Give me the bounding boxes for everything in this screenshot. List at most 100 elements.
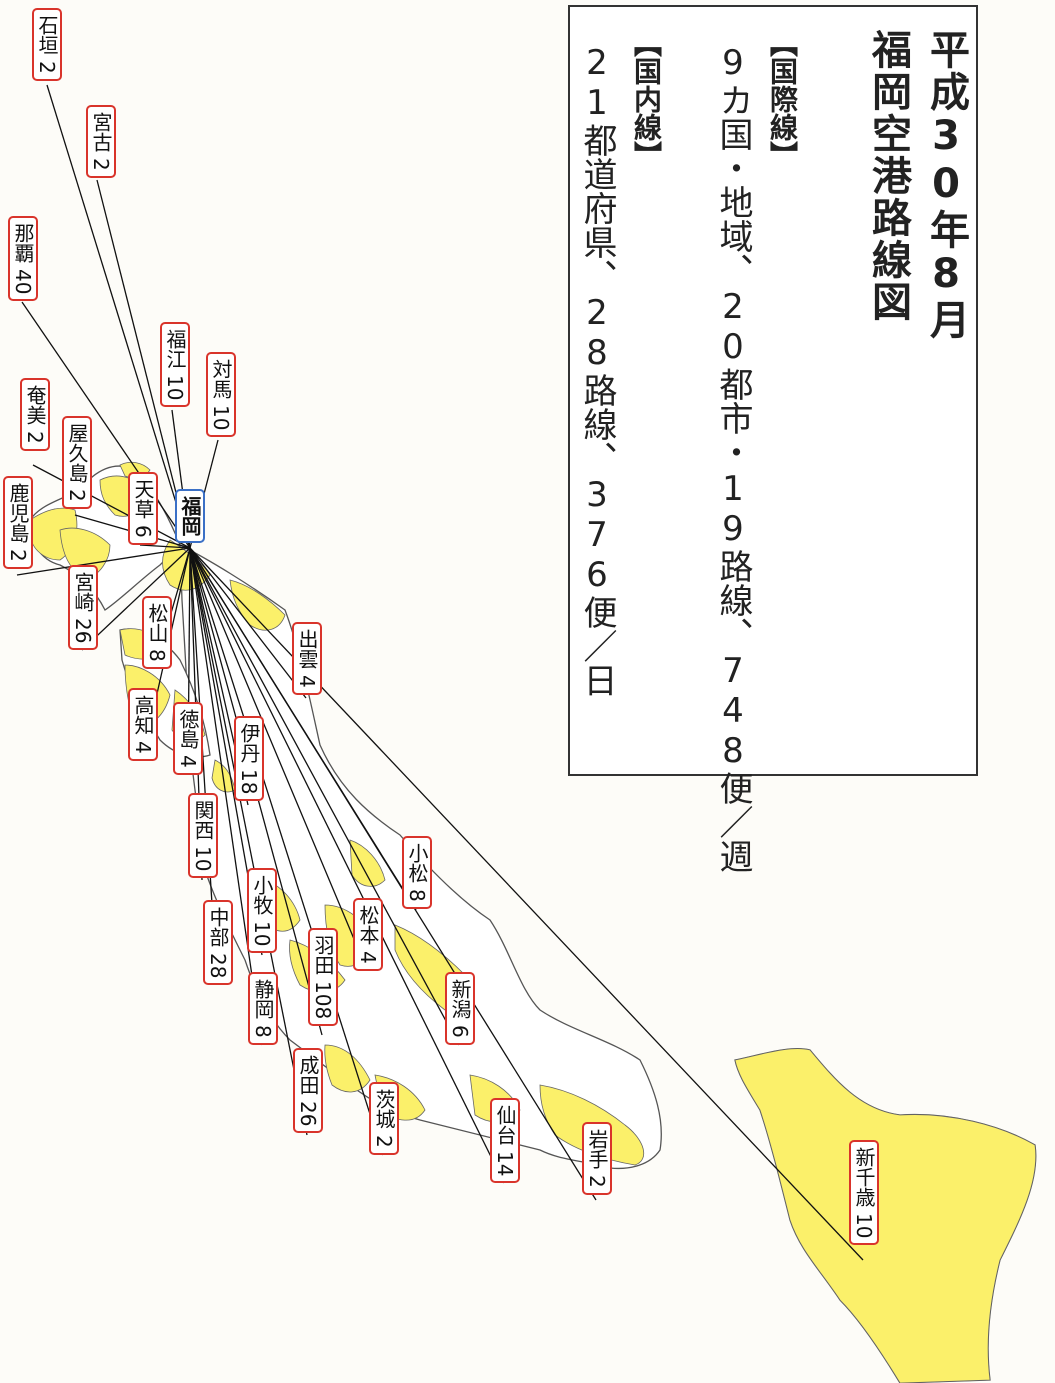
- route-label-name: 静岡: [251, 979, 275, 1019]
- route-label-name: 奄美: [23, 385, 47, 425]
- route-label: 福江 10: [160, 322, 190, 408]
- route-line: [21, 301, 191, 549]
- route-label-name: 宮崎: [71, 572, 95, 612]
- route-label: 宮古 2: [86, 105, 116, 178]
- prefecture-hokkaido: [734, 1048, 1037, 1383]
- route-label-name: 出雲: [295, 629, 319, 669]
- domestic-summary: 21都道府県、28路線、376便／日: [577, 43, 617, 697]
- route-label-count: 10: [191, 846, 215, 872]
- route-label-count: 14: [493, 1151, 517, 1177]
- route-line: [189, 547, 505, 1184]
- route-label-name: 対馬: [209, 359, 233, 399]
- route-label-count: 2: [23, 431, 47, 444]
- route-label-name: 茨城: [372, 1089, 396, 1129]
- route-label: 石垣 2: [32, 8, 62, 81]
- route-label-name: 松本: [356, 905, 380, 945]
- route-label-name: 那覇: [11, 223, 35, 263]
- international-summary: 9カ国・地域、20都市・19路線、748便／週: [713, 43, 753, 873]
- route-label: 仙台 14: [490, 1098, 520, 1184]
- route-label-count: 108: [311, 981, 335, 1020]
- route-line: [189, 547, 307, 699]
- route-label-name: 関西: [191, 800, 215, 840]
- route-label-count: 2: [6, 549, 30, 562]
- route-label: 鹿児島 2: [3, 476, 33, 569]
- route-label-name: 宮古: [89, 112, 113, 152]
- route-line: [32, 464, 191, 549]
- route-label: 新潟 6: [445, 972, 475, 1045]
- route-label-count: 2: [35, 61, 59, 74]
- domestic-heading: 【国内線】: [630, 29, 663, 169]
- route-label-count: 26: [71, 618, 95, 644]
- route-label-count: 28: [206, 953, 230, 979]
- route-label: 成田 26: [293, 1048, 323, 1134]
- route-label-name: 仙台: [493, 1105, 517, 1145]
- route-label: 徳島4: [173, 702, 203, 775]
- route-label-count: 10: [163, 375, 187, 401]
- hub-name: 福岡: [178, 496, 202, 536]
- route-label: 関西 10: [188, 793, 218, 879]
- route-line: [189, 547, 460, 1046]
- route-line: [16, 547, 191, 576]
- route-label-name: 伊丹: [237, 723, 261, 763]
- route-line: [96, 179, 191, 549]
- route-label: 茨城 2: [369, 1082, 399, 1155]
- route-label: 松山 8: [142, 596, 172, 669]
- route-label-count: 26: [296, 1101, 320, 1127]
- route-label-name: 福江: [163, 329, 187, 369]
- route-label-name: 石垣: [35, 15, 59, 55]
- route-line: [189, 547, 263, 1046]
- prefecture-shimane: [229, 579, 286, 631]
- route-line: [189, 547, 384, 1156]
- route-label-name: 成田: [296, 1055, 320, 1095]
- route-label: 羽田 108: [308, 928, 338, 1027]
- route-label-name: 松山: [145, 603, 169, 643]
- prefecture-ishikawa: [349, 839, 386, 887]
- route-label-count: 2: [585, 1175, 609, 1188]
- route-label-count: 8: [405, 889, 429, 902]
- route-label: 那覇 40: [8, 216, 38, 302]
- route-label-count: 8: [251, 1025, 275, 1038]
- route-label-count: 6: [448, 1025, 472, 1038]
- route-label-count: 40: [11, 269, 35, 295]
- route-label: 小牧10: [247, 868, 277, 954]
- route-label-count: 2: [372, 1135, 396, 1148]
- map-title-date: 平成30年8月: [923, 29, 969, 341]
- route-label-name: 鹿児島: [6, 483, 30, 543]
- route-label-name: 高知: [131, 695, 155, 735]
- route-label-count: 4: [131, 741, 155, 754]
- route-label: 出雲 4: [292, 622, 322, 695]
- route-label-name: 天草: [131, 479, 155, 519]
- route-label: 新千歳 10: [849, 1140, 879, 1246]
- route-line: [189, 547, 368, 971]
- route-label-count: 6: [131, 525, 155, 538]
- route-label: 中部 28: [203, 900, 233, 986]
- route-label: 伊丹 18: [234, 716, 264, 802]
- route-label: 岩手 2: [582, 1122, 612, 1195]
- route-label-count: 2: [65, 489, 89, 502]
- route-label: 静岡 8: [248, 972, 278, 1045]
- route-label-count: 2: [89, 158, 113, 171]
- route-label-name: 小松: [405, 843, 429, 883]
- route-label: 小松 8: [402, 836, 432, 909]
- route-label-count: 4: [295, 675, 319, 688]
- route-label-name: 中部: [206, 907, 230, 947]
- route-label-name: 新潟: [448, 979, 472, 1019]
- route-line: [189, 547, 597, 1201]
- route-label-count: 8: [145, 649, 169, 662]
- route-label-count: 4: [176, 755, 200, 768]
- route-label-count: 10: [852, 1213, 876, 1239]
- route-line: [81, 547, 191, 651]
- route-label-name: 屋久島: [65, 423, 89, 483]
- route-label-name: 新千歳: [852, 1147, 876, 1207]
- summary-box: 平成30年8月 福岡空港路線図 【国際線】 9カ国・地域、20都市・19路線、7…: [568, 5, 978, 873]
- route-label-count: 18: [237, 769, 261, 795]
- route-label-count: 10: [209, 405, 233, 431]
- route-label: 屋久島 2: [62, 416, 92, 509]
- route-label-name: 岩手: [585, 1129, 609, 1169]
- route-label: 対馬 10: [206, 352, 236, 438]
- route-label-name: 羽田: [311, 935, 335, 975]
- route-line: [46, 84, 191, 549]
- route-label: 高知 4: [128, 688, 158, 761]
- route-label: 宮崎 26: [68, 565, 98, 651]
- hub-label-fukuoka: 福岡: [175, 489, 205, 543]
